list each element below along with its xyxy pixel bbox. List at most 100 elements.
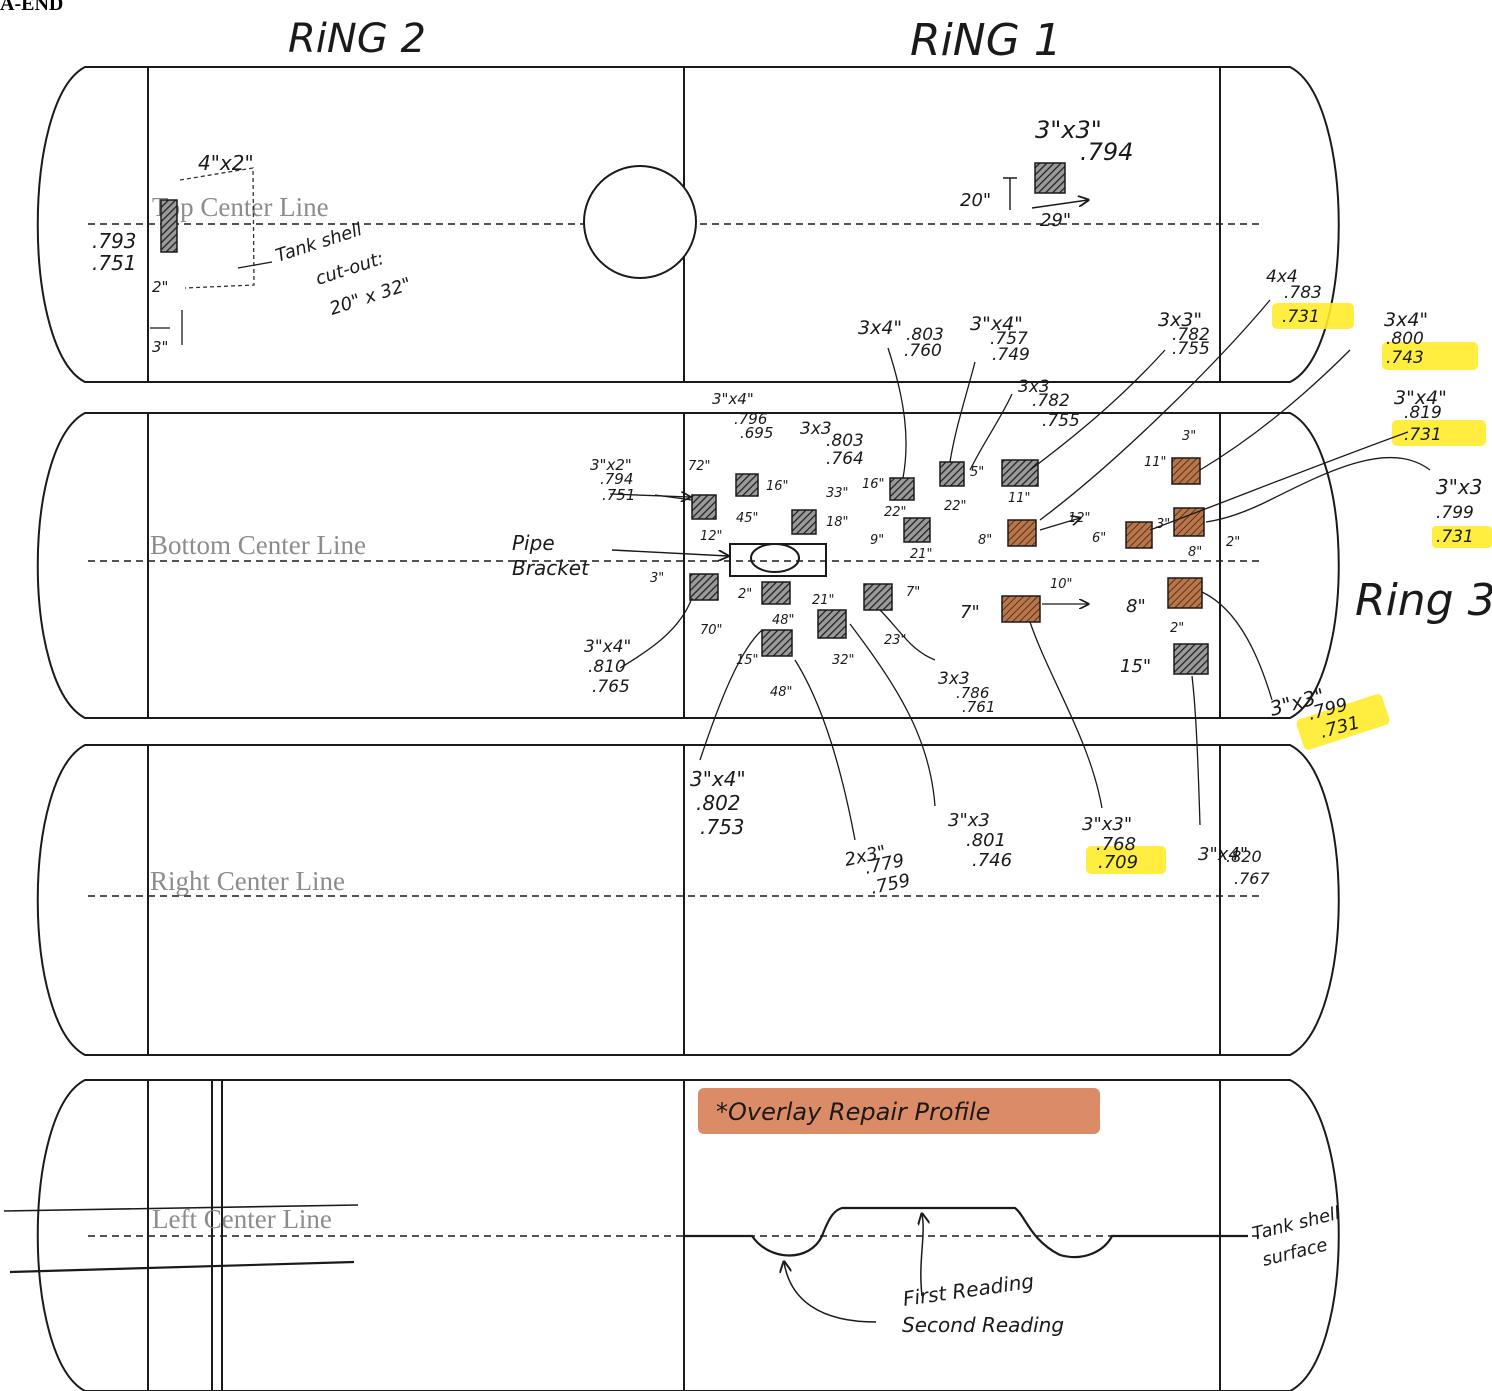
dim-arrow — [150, 310, 183, 345]
dim-label: 10" — [1050, 577, 1073, 592]
ring2-label: RiNG 2 — [288, 16, 426, 62]
callout-size: 3x3" — [1158, 309, 1202, 331]
dim-label: 3" — [152, 338, 168, 356]
callout-reading: .755 — [1172, 339, 1210, 359]
pit-mark — [939, 461, 965, 487]
callout-reading: .800 — [1386, 329, 1424, 349]
repair-pit-mark — [1125, 521, 1153, 549]
right-panel-callouts: 3"x4" .802 .753 2x3" .779 .759 3"x3 .801… — [690, 767, 1270, 899]
callout-reading: .802 — [696, 791, 741, 815]
dimension-labels: 72" 16" 45" 33" 18" 12" 3" 70" 2" 48" 21… — [609, 429, 1240, 700]
dim-label: 7" — [960, 602, 980, 623]
tank-surface-label: Tank shell — [1250, 1203, 1342, 1245]
pit-mark — [903, 517, 931, 543]
dim-label: 11" — [1144, 455, 1167, 470]
highlight — [1432, 526, 1492, 548]
callout-reading: .803 — [906, 325, 944, 345]
callout-size: 3x3 — [800, 419, 832, 439]
pit-mark — [863, 583, 893, 611]
highlight — [1392, 420, 1486, 446]
pipe-bracket-label: Pipe — [512, 531, 555, 555]
highlight — [1382, 342, 1478, 370]
dim-label: 6" — [1092, 531, 1106, 546]
callout-reading: .819 — [1404, 403, 1442, 423]
callout-size: 3"x2" — [590, 456, 632, 474]
dim-label: 2" — [1170, 621, 1184, 636]
callout-reading: .782 — [1032, 391, 1070, 411]
dim-label: 33" — [826, 486, 849, 501]
dim-label: 18" — [826, 515, 849, 530]
callout-reading: .731 — [1282, 307, 1320, 327]
callout-size: 3"x3 — [948, 810, 990, 831]
callout-reading: .810 — [588, 657, 626, 677]
pit-mark — [160, 199, 178, 253]
dim-label: 8" — [978, 533, 992, 548]
legend-highlight — [698, 1088, 1100, 1134]
dim-label: 23" — [884, 633, 907, 648]
dim-label: 5" — [970, 465, 984, 480]
pit-mark — [1001, 459, 1039, 487]
dim-arrow — [1003, 177, 1088, 210]
dim-label: 21" — [910, 547, 933, 562]
callout-reading: .760 — [904, 341, 942, 361]
pit-mark — [889, 477, 915, 501]
callout-size: 3"x4" — [1394, 387, 1447, 409]
callout-reading: .764 — [826, 449, 864, 469]
callouts: 3x4" .803 .760 3"x4" .757 .749 3x3" .782… — [584, 267, 1482, 743]
second-reading-label: Second Reading — [902, 1313, 1064, 1337]
callout-size: 3"x3" — [1082, 814, 1132, 835]
repair-profile-curve — [684, 1206, 1248, 1259]
callout-size: 3x4" — [858, 317, 902, 339]
second-reading-arrow — [784, 1262, 877, 1323]
callout-reading: .801 — [966, 830, 1006, 851]
repair-pit-mark — [1167, 577, 1203, 609]
dim-label: 12" — [700, 529, 723, 544]
dim-label: 48" — [772, 613, 795, 628]
pipe-bracket: Pipe Bracket — [512, 531, 827, 580]
pit-marks — [689, 457, 1209, 675]
callout-size: 3x3 — [938, 669, 970, 689]
cutout-outline — [179, 167, 255, 289]
callout-reading: .753 — [700, 815, 745, 839]
pit-mark — [689, 573, 719, 601]
callout-reading: .794 — [600, 470, 633, 488]
dim-arrow — [1039, 518, 1080, 531]
right-panel — [36, 744, 1340, 1056]
callout-reading: .765 — [592, 677, 630, 697]
ring1-label: RiNG 1 — [910, 15, 1062, 66]
repair-pit-mark — [1001, 595, 1041, 623]
reading: .794 — [1080, 138, 1133, 166]
callout-reading: .783 — [1284, 283, 1322, 303]
callout-reading: .796 — [734, 410, 767, 428]
dim-label: 15" — [736, 653, 759, 668]
dim-label: 22" — [884, 505, 907, 520]
dim-label: 8" — [1188, 545, 1202, 560]
end-label: A-END — [0, 0, 63, 15]
callout-reading: .768 — [1096, 834, 1136, 855]
dim-label: 2" — [1226, 535, 1240, 550]
dim-label: 3" — [650, 571, 664, 586]
dim-label: 70" — [700, 623, 723, 638]
callout-reading: .820 — [1226, 847, 1262, 866]
callout-size: 3"x4" — [584, 637, 631, 657]
dim-label: 20" — [960, 190, 991, 211]
dim-label: 8" — [1126, 596, 1146, 617]
bottom-panel — [36, 412, 1340, 719]
callout-reading: .803 — [826, 431, 864, 451]
cutout-size: 4"x2" — [198, 151, 254, 175]
callout-reading: .746 — [972, 850, 1012, 871]
dim-label: 7" — [906, 585, 920, 600]
callout-reading: .695 — [740, 424, 773, 442]
callout-size: 3"x4" — [970, 313, 1023, 335]
pit-mark — [761, 581, 791, 605]
callout-reading: .786 — [956, 684, 989, 702]
callout-reading: .767 — [1234, 869, 1270, 888]
dim-arrow — [609, 494, 690, 497]
callout-size: 3"x4" — [712, 390, 754, 408]
dim-label: 29" — [1040, 210, 1071, 231]
callout-size: 3"x4" — [1198, 844, 1248, 865]
top-center-line-label: Top Center Line — [152, 192, 329, 222]
highlight — [1272, 303, 1354, 329]
callout-size: 3"x3 — [1436, 475, 1482, 499]
